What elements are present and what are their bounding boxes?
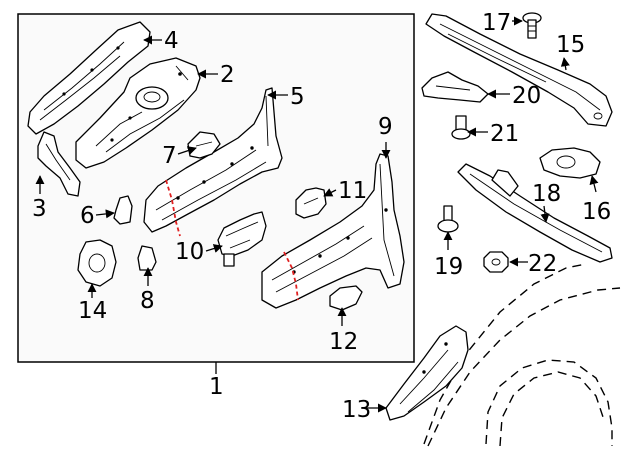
callout-20: 20 — [512, 83, 541, 109]
part-18-lower-brace — [457, 163, 613, 263]
callout-1: 1 — [209, 374, 224, 400]
fender-phantom-outline — [423, 263, 621, 447]
part-3-bracket — [37, 131, 81, 197]
part-5-wheelhouse-panel — [143, 87, 283, 233]
part-22-nut — [483, 251, 509, 273]
part-10-reinforcement — [217, 211, 267, 267]
part-6-bracket — [113, 195, 133, 225]
part-16-bracket — [539, 147, 601, 179]
leader-arrows — [35, 16, 599, 413]
callout-22: 22 — [528, 251, 557, 277]
part-21-nut — [451, 115, 471, 140]
part-11-bracket — [295, 187, 327, 219]
callout-3: 3 — [32, 196, 47, 222]
callout-13: 13 — [342, 397, 371, 423]
part-13-splash-shield — [385, 325, 469, 421]
part-12-bracket — [329, 285, 363, 311]
callout-19: 19 — [434, 254, 463, 280]
callout-6: 6 — [80, 203, 95, 229]
cut-line-part-9 — [283, 251, 299, 301]
callout-21: 21 — [490, 121, 519, 147]
callout-8: 8 — [140, 288, 155, 314]
part-9-inner-fender-rail — [261, 153, 405, 309]
callout-2: 2 — [220, 62, 235, 88]
callout-7: 7 — [162, 143, 177, 169]
callout-4: 4 — [164, 28, 179, 54]
cut-line-part-5 — [165, 179, 181, 237]
callout-9: 9 — [378, 114, 393, 140]
callout-14: 14 — [78, 298, 107, 324]
callout-5: 5 — [290, 84, 305, 110]
callout-10: 10 — [175, 239, 204, 265]
part-15-upper-bar — [425, 13, 613, 127]
part-2-shock-tower — [75, 57, 201, 169]
callout-18: 18 — [532, 181, 561, 207]
part-17-bolt — [522, 12, 542, 39]
callout-15: 15 — [556, 32, 585, 58]
callout-12: 12 — [329, 329, 358, 355]
callout-17: 17 — [482, 10, 511, 36]
part-20-bracket — [421, 71, 489, 103]
callout-16: 16 — [582, 199, 611, 225]
part-19-bolt — [437, 205, 459, 233]
callout-11: 11 — [338, 178, 367, 204]
part-8-clip — [137, 245, 157, 271]
part-14-plate — [77, 239, 117, 287]
part-4-rail-extension — [27, 21, 151, 135]
